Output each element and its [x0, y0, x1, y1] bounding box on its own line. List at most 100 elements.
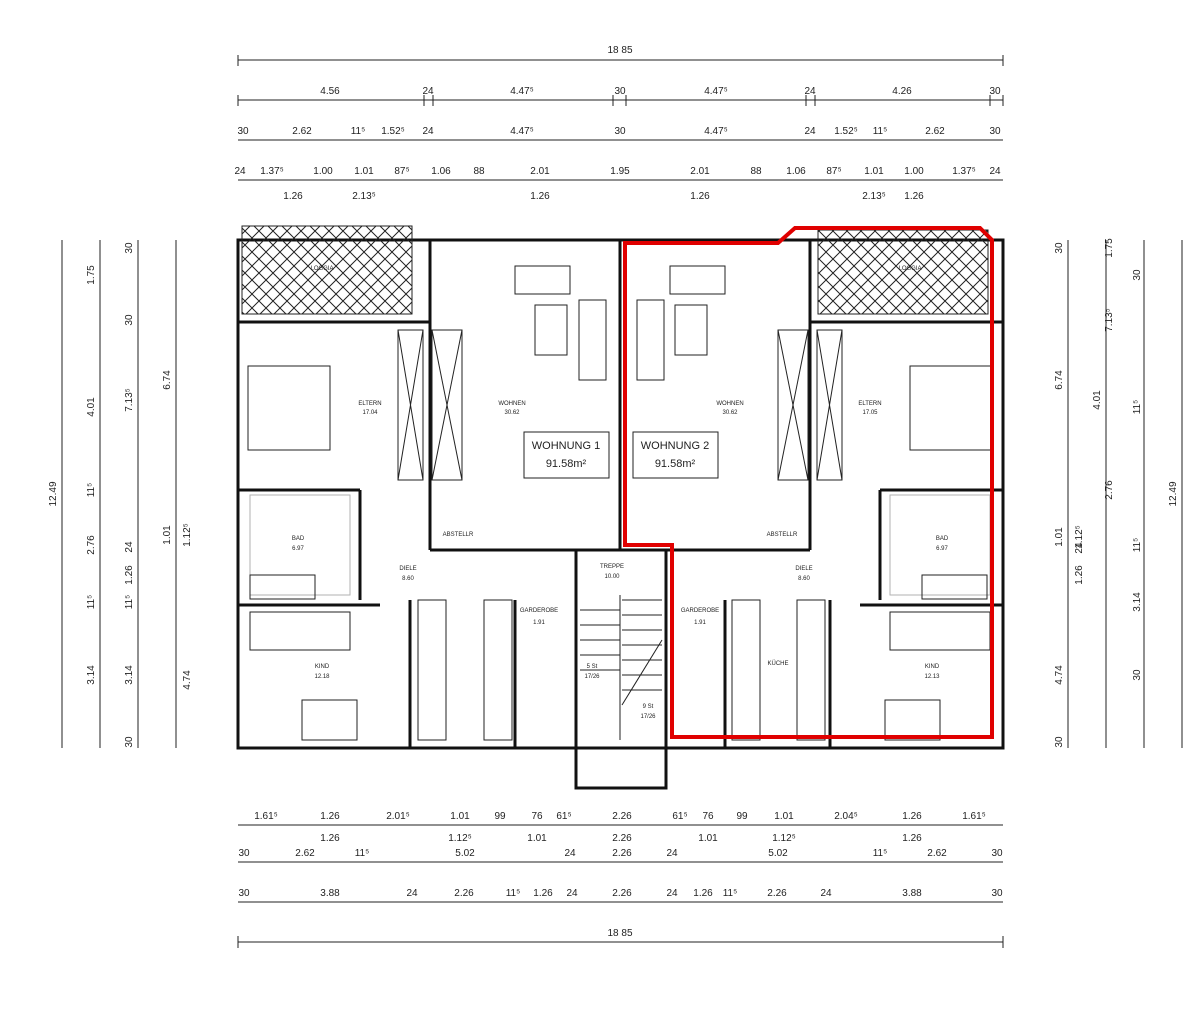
dim-bot3-4: 11⁵: [506, 888, 521, 899]
apt1-area: 91.58m²: [546, 458, 587, 470]
dim-top3-6: 88: [473, 166, 485, 177]
dim-left-b2: 7.13⁵: [124, 388, 135, 412]
dim-right-b5: 2.76: [1104, 480, 1115, 500]
dim-bot1-12: 2.04⁵: [834, 811, 858, 822]
dim-top3sub-2: 1.26: [530, 191, 550, 202]
dim-bot1sub-3: 2.26: [612, 833, 632, 844]
dim-top3-11: 1.06: [786, 166, 806, 177]
dim-top3-13: 1.01: [864, 166, 884, 177]
dim-top3-4: 87⁵: [394, 166, 409, 177]
dim-top3-9: 2.01: [690, 166, 710, 177]
dim-bot1sub-2: 1.01: [527, 833, 547, 844]
dim-top3-0: 24: [234, 166, 246, 177]
dim-left-a4: 11⁵: [86, 595, 97, 610]
dim-right-a3: 1.12⁵: [1074, 525, 1085, 549]
stairs-label-d: 17/26: [640, 714, 656, 720]
dim-bot2-5: 2.26: [612, 848, 632, 859]
dim-bot3-1: 3.88: [320, 888, 340, 899]
dim-top3-10: 88: [750, 166, 762, 177]
dim-bot2-10: 30: [991, 848, 1003, 859]
dim-right-a5: 1.26: [1074, 565, 1085, 585]
apt1-name: WOHNUNG 1: [532, 440, 600, 452]
dim-bot2-1: 2.62: [295, 848, 315, 859]
dim-right-b6: 11⁵: [1132, 538, 1143, 553]
left-total-dim: 12.49: [48, 481, 59, 506]
dim-bot1-14: 1.61⁵: [962, 811, 986, 822]
dim-bot3-5: 1.26: [533, 888, 553, 899]
bed-left: [247, 365, 331, 451]
furniture: [247, 265, 993, 741]
apt1-label-box: [523, 431, 610, 479]
dim-bot1sub-6: 1.26: [902, 833, 922, 844]
diele-right-label: DIELE: [795, 566, 812, 572]
dim-bot1-11: 1.01: [774, 811, 794, 822]
kind-left-label: KIND: [315, 664, 330, 670]
dim-top3-1: 1.37⁵: [260, 166, 284, 177]
dim-top3-2: 1.00: [313, 166, 333, 177]
dim-top2-1: 2.62: [292, 126, 312, 137]
right-dimension-lines: 30 6.74 1.01 1.12⁵ 24 1.26 4.74 30 1.75 …: [1054, 238, 1183, 748]
stairs-label-c: 9 St: [643, 704, 654, 710]
dim-left-c2: 1.12⁵: [182, 523, 193, 547]
dim-top3-5: 1.06: [431, 166, 451, 177]
dim-bot2-4: 24: [564, 848, 576, 859]
apt2-area: 91.58m²: [655, 458, 696, 470]
dim-left-b1: 30: [124, 314, 135, 326]
wohnen-right-label: WOHNEN: [716, 401, 743, 407]
dim-top1-6: 4.26: [892, 86, 912, 97]
apt2-name: WOHNUNG 2: [641, 440, 709, 452]
garderobe-right-label: GARDEROBE: [681, 608, 719, 614]
stairs-label-a: 5 St: [587, 664, 598, 670]
dim-bot3-13: 3.88: [902, 888, 922, 899]
dim-right-a4: 24: [1074, 542, 1085, 554]
right-total-dim: 12.49: [1168, 481, 1179, 506]
treppe-area: 10.00: [604, 574, 620, 580]
diele-left-area: 8.60: [402, 576, 414, 582]
eltern-right-area: 17.05: [862, 410, 878, 416]
dim-bot1-1: 1.26: [320, 811, 340, 822]
dim-left-b5: 11⁵: [124, 595, 135, 610]
wohnen-left-area: 30.62: [504, 410, 520, 416]
dim-bot3-7: 2.26: [612, 888, 632, 899]
dim-top3-16: 24: [989, 166, 1001, 177]
dim-left-b7: 30: [124, 736, 135, 748]
diele-left-label: DIELE: [399, 566, 416, 572]
wardrobe-right-wohnen: [777, 329, 809, 481]
dim-top1-1: 24: [422, 86, 434, 97]
dim-bot1-6: 61⁵: [556, 811, 571, 822]
dim-right-a7: 30: [1054, 736, 1065, 748]
left-dimension-lines: 12.49 1.75 4.01 11⁵ 2.76 11⁵ 3.14 30 30 …: [48, 240, 193, 748]
dim-bot1-3: 1.01: [450, 811, 470, 822]
bottom-dimension-lines: 1.61⁵ 1.26 2.01⁵ 1.01 99 76 61⁵ 2.26 61⁵…: [237, 811, 1004, 948]
eltern-left-label: ELTERN: [358, 401, 381, 407]
dim-top3sub-4: 2.13⁵: [862, 191, 886, 202]
stairs-label-b: 17/26: [584, 674, 600, 680]
staircase: [580, 595, 663, 740]
dim-right-b1: 30: [1132, 269, 1143, 281]
dim-top2-7: 4.47⁵: [704, 126, 728, 137]
dim-bot1sub-5: 1.12⁵: [772, 833, 796, 844]
diele-right-area: 8.60: [798, 576, 810, 582]
dim-bot1sub-0: 1.26: [320, 833, 340, 844]
dim-bot2-7: 5.02: [768, 848, 788, 859]
dim-bot1-0: 1.61⁵: [254, 811, 278, 822]
eltern-right-label: ELTERN: [858, 401, 881, 407]
bad-left-label: BAD: [292, 536, 305, 542]
dim-left-a3: 2.76: [86, 535, 97, 555]
dim-bot1sub-4: 1.01: [698, 833, 718, 844]
loggia-right-label: LOGGIA: [898, 266, 921, 272]
abstell-left-label: ABSTELLR: [443, 532, 474, 538]
dim-left-b6: 3.14: [124, 665, 135, 685]
dim-top2-6: 30: [614, 126, 626, 137]
dim-right-a2: 1.01: [1054, 527, 1065, 547]
bad-left-area: 6.97: [292, 546, 304, 552]
dim-left-a0: 1.75: [86, 265, 97, 285]
loggia-left-label: LOGGIA: [310, 266, 333, 272]
dim-left-a2: 11⁵: [86, 483, 97, 498]
garderobe-right-area: 1.91: [694, 620, 706, 626]
dim-top1-5: 24: [804, 86, 816, 97]
dim-top2-10: 11⁵: [873, 126, 888, 137]
dim-left-a1: 4.01: [86, 397, 97, 417]
dim-bot3-11: 2.26: [767, 888, 787, 899]
